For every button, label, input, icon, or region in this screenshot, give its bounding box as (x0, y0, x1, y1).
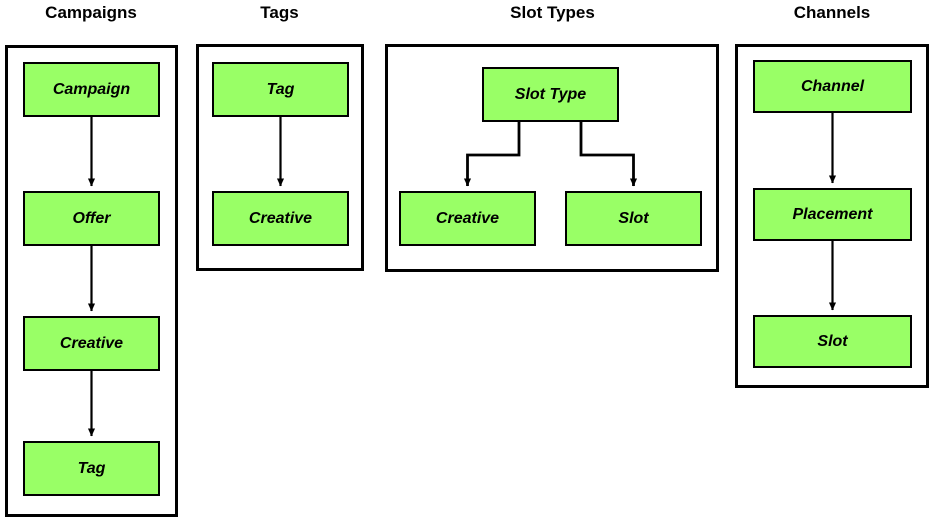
entity-label: Creative (435, 209, 500, 227)
entity-label: Campaign (52, 80, 131, 98)
entity-label: Creative (248, 209, 313, 227)
group-title-tags: Tags (260, 3, 299, 22)
entity-slot-types-slot[interactable]: Slot (565, 191, 702, 246)
entity-slot-types-slot-type[interactable]: Slot Type (482, 67, 619, 122)
entity-label: Offer (72, 209, 111, 227)
group-title-channels: Channels (793, 3, 871, 22)
entity-label: Channel (800, 77, 865, 95)
entity-label: Slot Type (514, 85, 587, 103)
entity-label: Tag (266, 80, 295, 98)
entity-campaigns-tag[interactable]: Tag (23, 441, 160, 496)
entity-channels-channel[interactable]: Channel (753, 60, 912, 113)
entity-channels-slot[interactable]: Slot (753, 315, 912, 368)
entity-campaigns-offer[interactable]: Offer (23, 191, 160, 246)
entity-label: Tag (77, 459, 106, 477)
group-title-slot-types: Slot Types (510, 3, 595, 22)
entity-campaigns-creative[interactable]: Creative (23, 316, 160, 371)
entity-label: Slot (817, 332, 848, 350)
entity-label: Slot (618, 209, 649, 227)
entity-label: Creative (59, 334, 124, 352)
entity-tags-tag[interactable]: Tag (212, 62, 349, 117)
entity-slot-types-creative[interactable]: Creative (399, 191, 536, 246)
entity-label: Placement (792, 205, 873, 223)
entity-campaigns-campaign[interactable]: Campaign (23, 62, 160, 117)
entity-tags-creative[interactable]: Creative (212, 191, 349, 246)
group-title-campaigns: Campaigns (45, 3, 137, 22)
entity-channels-placement[interactable]: Placement (753, 188, 912, 241)
